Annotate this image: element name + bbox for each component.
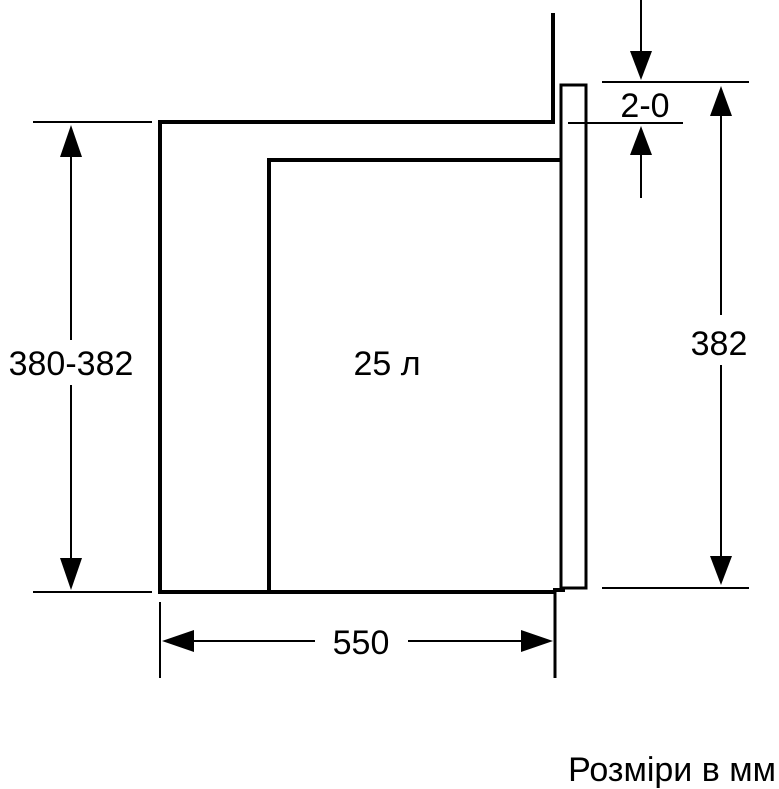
height-left-label: 380-382	[9, 345, 134, 383]
arrow-up-icon	[630, 126, 652, 155]
depth-label: 550	[333, 624, 390, 662]
units-note: Розміри в мм	[568, 751, 776, 789]
volume-label: 25 л	[353, 345, 420, 383]
front-panel	[553, 83, 588, 592]
appliance-body	[267, 158, 562, 594]
dimension-height-left	[33, 121, 152, 593]
arrow-up-icon	[60, 125, 82, 157]
dimension-height-right	[602, 81, 749, 589]
arrow-right-icon	[521, 630, 553, 652]
height-right-label: 382	[691, 325, 748, 363]
arrow-down-icon	[710, 556, 732, 585]
dimension-gap-top	[568, 0, 683, 198]
arrow-up-icon	[710, 86, 732, 116]
dimension-depth	[159, 592, 557, 678]
arrow-down-icon	[60, 558, 82, 590]
niche-outline	[158, 13, 555, 594]
gap-top-label: 2-0	[620, 87, 669, 125]
arrow-left-icon	[162, 630, 194, 652]
arrow-down-icon	[630, 51, 652, 80]
